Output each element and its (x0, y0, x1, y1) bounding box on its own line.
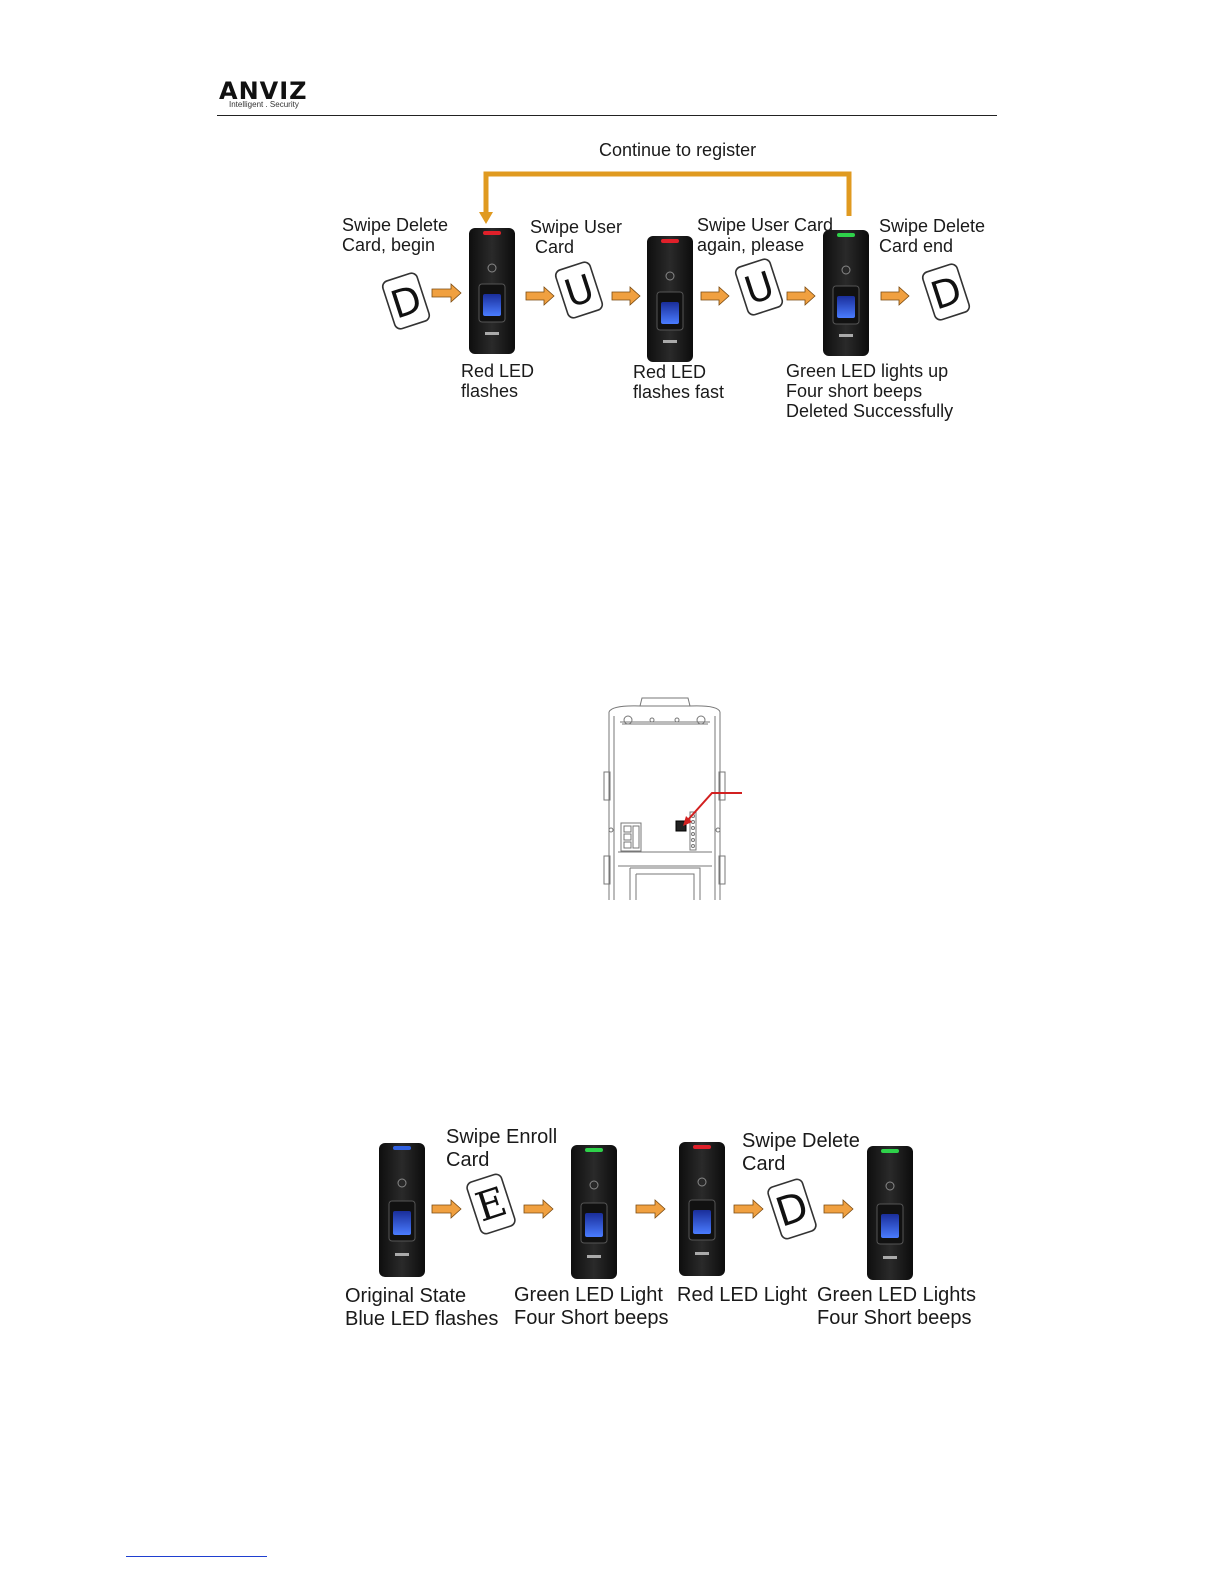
brand-tagline: Intelligent . Security (229, 100, 299, 109)
loop-arrowhead (479, 212, 493, 224)
device-label-red: Red LED Light (677, 1284, 808, 1306)
callout-arrowhead (683, 816, 692, 826)
arrow (733, 1199, 764, 1219)
card-d-3: D (767, 1178, 817, 1240)
led-4 (393, 1146, 411, 1150)
device-label-3: Green LED lights up Four short beeps Del… (786, 361, 954, 421)
led-1 (483, 231, 501, 235)
step-label-3: Swipe User Card again, please (697, 215, 834, 255)
device-5 (571, 1145, 617, 1279)
arrow (431, 283, 462, 303)
device-label-green-2: Green LED Lights Four Short beeps (817, 1284, 976, 1329)
led-7 (881, 1149, 899, 1153)
header-divider (217, 115, 997, 116)
arrow (823, 1199, 854, 1219)
device-7 (867, 1146, 913, 1280)
led-2 (661, 239, 679, 243)
card-letter: D (771, 1183, 815, 1236)
device-label-original: Original State Blue LED flashes (345, 1285, 499, 1330)
arrow (700, 286, 730, 306)
led-3 (837, 233, 855, 237)
device-6 (679, 1142, 725, 1276)
loop-line (483, 171, 852, 216)
device-4 (379, 1143, 425, 1277)
card-u-1: U (554, 261, 604, 319)
led-6 (693, 1145, 711, 1149)
card-d-1: D (381, 272, 431, 330)
led-5 (585, 1148, 603, 1152)
step-label-enroll: Swipe Enroll Card (446, 1126, 558, 1171)
arrow (523, 1199, 554, 1219)
card-letter: D (386, 277, 427, 328)
footer-link-underline[interactable] (126, 1556, 267, 1557)
loop-label: Continue to register (599, 140, 757, 160)
back-panel-drawing (603, 697, 726, 900)
step-label-2: Swipe User Card (530, 217, 623, 257)
device-3 (823, 230, 869, 356)
card-letter: E (470, 1179, 512, 1232)
arrow (525, 286, 555, 306)
step-label-4: Swipe Delete Card end (879, 216, 986, 256)
arrow (880, 286, 910, 306)
device-label-2: Red LED flashes fast (633, 362, 725, 402)
step-label-1: Swipe Delete Card, begin (342, 215, 449, 255)
device-label-1: Red LED flashes (461, 361, 535, 401)
device-label-green-1: Green LED Light Four Short beeps (514, 1284, 669, 1329)
reset-button (675, 820, 687, 832)
device-1 (469, 228, 515, 354)
flow-arrows-1 (431, 283, 910, 306)
card-u-2: U (734, 258, 784, 316)
device-2 (647, 236, 693, 362)
card-e: E (466, 1173, 516, 1235)
arrow (635, 1199, 666, 1219)
flow-arrows-3 (431, 1199, 854, 1219)
arrow (786, 286, 816, 306)
callout-line (685, 792, 742, 823)
card-d-2: D (921, 263, 971, 321)
step-label-delete: Swipe Delete Card (742, 1130, 860, 1175)
brand-logo: ANVIZ (219, 77, 308, 105)
card-letter: D (926, 268, 967, 319)
arrow (431, 1199, 462, 1219)
arrow (611, 286, 641, 306)
